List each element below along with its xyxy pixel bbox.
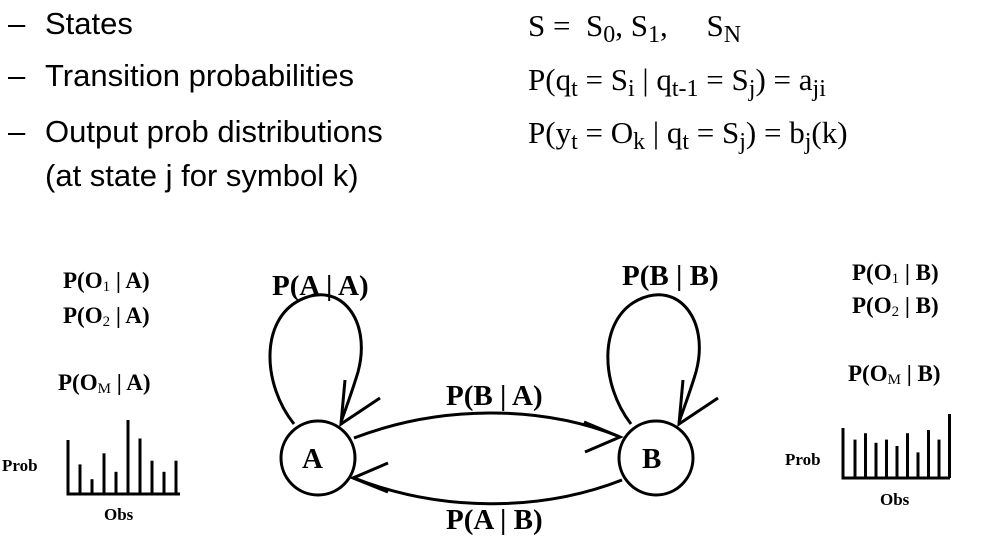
left-obs-axis-label: Obs: [104, 505, 134, 524]
self-loop-a: [268, 293, 363, 425]
bullet-dash: –: [8, 6, 26, 41]
arc-a-to-b-arrowhead: [583, 420, 624, 454]
b-to-a-prob-label: P(A | B): [446, 504, 543, 536]
self-b-prob-label: P(B | B): [622, 260, 719, 292]
formula-output: P(yt = Ok | qt = Sj) = bj(k): [528, 115, 848, 155]
right-o1-label: P(O1 | B): [852, 260, 939, 287]
left-om-label: P(OM | A): [58, 370, 151, 397]
arc-a-to-b: [353, 411, 619, 440]
formula-states: S = S0, S1, SN: [528, 8, 742, 48]
right-hist-bars: [853, 414, 951, 478]
arc-b-to-a-arrowhead: [349, 461, 389, 494]
right-om-label: P(OM | B): [848, 361, 941, 388]
state-b-label: B: [642, 443, 662, 475]
right-prob-axis-label: Prob: [785, 450, 821, 469]
bullet-text: States: [45, 6, 133, 41]
bullet-text: (at state j for symbol k): [45, 158, 359, 193]
state-b-circle: [617, 419, 695, 497]
right-o2-label: P(O2 | B): [852, 293, 939, 320]
bullet-text: Output prob distributions: [45, 114, 383, 149]
left-hist-axes: [66, 440, 180, 496]
bullet-dash: –: [8, 58, 26, 93]
self-a-prob-label: P(A | A): [272, 270, 369, 302]
bullet-text: Transition probabilities: [45, 58, 355, 93]
bullet-dash: –: [8, 114, 26, 149]
left-o1-label: P(O1 | A): [63, 268, 150, 295]
arc-b-to-a: [353, 476, 623, 506]
left-prob-axis-label: Prob: [2, 456, 38, 475]
left-o2-label: P(O2 | A): [63, 303, 150, 330]
self-loop-b-arrowhead: [677, 379, 719, 427]
formula-transition: P(qt = Si | qt-1 = Sj) = aji: [528, 62, 826, 102]
a-to-b-prob-label: P(B | A): [446, 380, 543, 412]
self-loop-a-arrowhead: [339, 379, 381, 427]
self-loop-b: [606, 293, 701, 425]
right-hist-axes: [841, 428, 950, 480]
right-obs-axis-label: Obs: [880, 490, 910, 509]
state-a-circle: [279, 419, 357, 497]
left-hist-bars: [78, 420, 178, 494]
state-a-label: A: [302, 443, 323, 475]
